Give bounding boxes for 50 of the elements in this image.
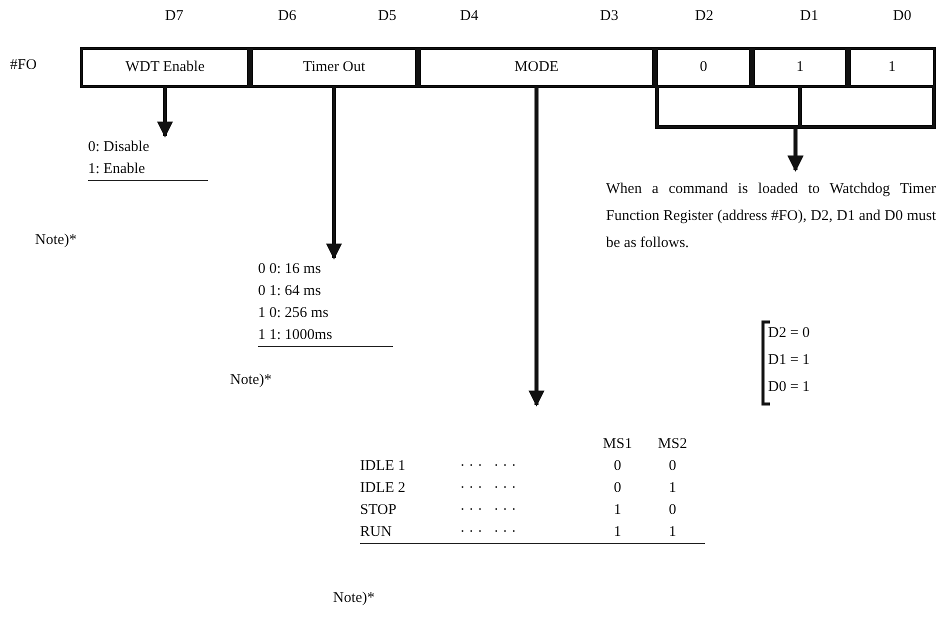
bit-value: 0 — [612, 479, 622, 498]
register-address: #FO — [10, 57, 37, 74]
bit-label: D0 — [893, 8, 912, 25]
mode-name: RUN — [360, 523, 393, 542]
mode-name: IDLE 2 — [360, 479, 406, 498]
mode-name: IDLE 1 — [360, 457, 406, 476]
dot-leader: · · · · · · — [460, 479, 518, 498]
dot-leader: · · · · · · — [460, 501, 518, 520]
bit-label: D2 — [695, 8, 714, 25]
bit-value: 1 — [668, 523, 678, 542]
note-paragraph: When a command is loaded to Watchdog Timer Function Register (address #FO), D2, D1 and D0 must be as follows. — [606, 176, 936, 257]
note-label: Note)* — [35, 232, 77, 249]
bit-value: 0 — [612, 457, 622, 476]
register-field: 1 — [752, 47, 848, 88]
register-field: WDT Enable — [80, 47, 250, 88]
register-field: MODE — [418, 47, 655, 88]
bit-label: D6 — [278, 8, 296, 25]
bit-setting: D2 = 0 — [768, 325, 810, 342]
bit-label: D7 — [165, 8, 184, 25]
register-field: Timer Out — [250, 47, 418, 88]
arrow — [528, 88, 544, 407]
option-text: 0: Disable — [88, 138, 150, 157]
bit-value: 1 — [668, 479, 678, 498]
bit-label: D1 — [800, 8, 818, 25]
column-header: MS1 — [602, 435, 634, 454]
bit-label: D3 — [600, 8, 618, 25]
bit-setting: D0 = 1 — [768, 379, 810, 396]
option-text: 1: Enable — [88, 160, 146, 179]
note-label: Note)* — [230, 372, 272, 389]
note-label: Note)* — [333, 590, 375, 607]
option-text: 0 1: 64 ms — [258, 282, 322, 301]
bit-value: 1 — [612, 523, 622, 542]
mode-name: STOP — [360, 501, 398, 520]
option-text: 1 0: 256 ms — [258, 304, 330, 323]
dot-leader: · · · · · · — [460, 523, 518, 542]
register-field: 0 — [655, 47, 752, 88]
register-field: 1 — [848, 47, 936, 88]
dot-leader: · · · · · · — [460, 457, 518, 476]
arrow — [326, 88, 342, 260]
bit-label: D5 — [378, 8, 396, 25]
bit-value: 0 — [668, 501, 678, 520]
bit-label: D4 — [460, 8, 478, 25]
bit-value: 0 — [668, 457, 678, 476]
arrow — [788, 88, 936, 172]
column-header: MS2 — [656, 435, 688, 454]
arrow — [157, 88, 173, 138]
bit-setting: D1 = 1 — [768, 352, 810, 369]
bit-value: 1 — [612, 501, 622, 520]
option-text: 1 1: 1000ms — [258, 326, 334, 345]
option-text: 0 0: 16 ms — [258, 260, 322, 279]
